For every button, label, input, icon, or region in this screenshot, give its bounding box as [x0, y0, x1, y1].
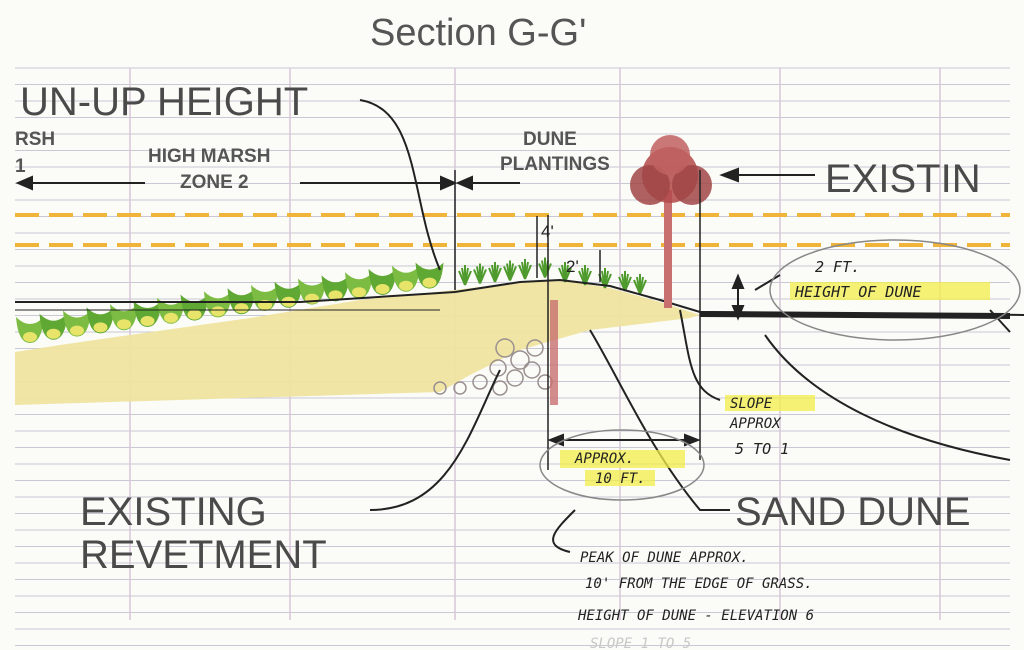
highlights: [560, 282, 990, 486]
height-note-1: 2 FT.: [815, 258, 860, 276]
sand-dune-label: SAND DUNE: [735, 490, 971, 534]
slope-note-3: 5 TO 1: [735, 440, 789, 458]
grass-highlight: [328, 290, 343, 301]
sand-fill: [15, 280, 700, 405]
runup-height-label: UN-UP HEIGHT: [20, 80, 308, 124]
grass-clump: [86, 307, 115, 334]
peak-note-1: PEAK OF DUNE APPROX.: [580, 550, 749, 566]
grass-highlight: [352, 287, 366, 298]
peak-note-2: 10' FROM THE EDGE OF GRASS.: [585, 576, 813, 592]
post-icon: [550, 300, 558, 405]
grass-highlight: [375, 284, 390, 294]
grass-highlight: [399, 280, 413, 291]
approx-note-circle: [539, 429, 705, 501]
arrows: [15, 167, 815, 447]
grass-clump: [392, 265, 420, 292]
tree-icon: [630, 135, 712, 308]
grass-highlight: [140, 316, 155, 326]
high-marsh-label: HIGH MARSH: [148, 146, 270, 167]
planting-blade: [464, 270, 472, 286]
existing-revetment-label-2: REVETMENT: [80, 533, 327, 577]
approx-note-2: 10 FT.: [595, 471, 646, 487]
planting-blade: [479, 269, 487, 284]
grass-highlight: [23, 332, 37, 342]
approx-note-1: APPROX.: [574, 451, 634, 467]
marsh-label: RSH: [15, 129, 55, 150]
grass-highlight: [46, 328, 61, 339]
slope-note-1: SLOPE: [730, 396, 773, 412]
grass-highlight: [93, 322, 108, 333]
grass-highlight: [70, 325, 84, 336]
grass-clump: [321, 275, 350, 302]
planting-blade: [524, 264, 532, 280]
grass-highlight: [422, 277, 437, 288]
grass-clump: [251, 285, 279, 311]
height-note-2: HEIGHT OF DUNE: [794, 283, 921, 301]
grass-highlight: [117, 319, 131, 330]
dune-profile-line: [15, 278, 1024, 316]
grass-clump: [157, 297, 185, 324]
grass-clump: [368, 269, 397, 295]
grass-clump: [63, 310, 91, 337]
planting-blade: [639, 279, 647, 295]
grass-clump: [16, 317, 44, 343]
dim-4-label: 4': [541, 222, 554, 241]
plantings-label: PLANTINGS: [500, 154, 610, 175]
grass-highlight: [211, 306, 225, 317]
grass-clump: [415, 262, 444, 289]
faded-note: SLOPE 1 TO 5: [590, 636, 691, 650]
existing-grade-line: [699, 311, 1011, 319]
grass-clump: [298, 278, 326, 305]
existing-revetment-label-1: EXISTING: [80, 490, 267, 534]
grass-clump: [110, 304, 138, 331]
peak-note-3: HEIGHT OF DUNE - ELEVATION 6: [577, 608, 814, 624]
height-note-circle: [769, 239, 1021, 341]
grass-clump: [345, 272, 373, 299]
leader-lines: [359, 99, 1011, 553]
existing-label: EXISTIN: [825, 157, 981, 201]
planting-blade: [564, 267, 572, 283]
planting-blade: [624, 276, 632, 292]
grass-highlight: [234, 303, 249, 314]
marsh-zone-label: 1: [15, 156, 26, 177]
dune-label: DUNE: [523, 129, 577, 150]
grass-clump: [133, 301, 162, 327]
dim-2-label: 2': [566, 257, 579, 276]
planting-blade: [509, 266, 517, 281]
grass-highlight: [187, 309, 202, 320]
page-title: Section G-G': [370, 12, 586, 54]
grass-clump: [204, 291, 232, 318]
slope-note-2: APPROX: [729, 416, 782, 432]
planting-blade: [494, 267, 502, 283]
grass-clump: [39, 313, 68, 340]
high-marsh-zone-label: ZONE 2: [180, 172, 249, 193]
grass-highlight: [164, 312, 178, 323]
